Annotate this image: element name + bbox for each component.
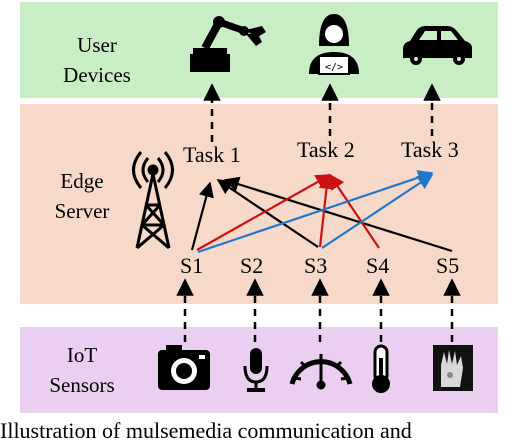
iot-sensors-label: IoT Sensors [32,340,132,400]
link-s3-task2 [318,173,335,248]
link-s1-task3 [197,170,434,254]
red-links [196,173,380,251]
sensor-s1-label: S1 [180,253,204,278]
link-s1-task1 [190,181,214,251]
user-label-line1: User [77,33,117,57]
iot-label-line2: Sensors [49,373,115,397]
figure-caption: Illustration of mulsemedia communication… [0,418,412,443]
sensor-s5-label: S5 [436,253,460,278]
car-icon [403,26,472,65]
camera-icon [158,345,210,390]
sensor-to-node-arrows [176,278,461,342]
edge-server-layer [20,104,498,304]
iot-label-line1: IoT [66,343,98,367]
antenna-tower-icon [132,151,174,250]
link-s3-task3 [321,174,434,249]
sensor-s2-label: S2 [240,253,264,278]
task-2-label: Task 2 [297,137,355,162]
svg-text:</>: </> [325,62,343,73]
user-label-line2: Devices [63,63,131,87]
edge-label-line2: Server [54,199,110,223]
microphone-icon [243,348,269,392]
sensor-s3-label: S3 [304,253,328,278]
programmer-icon: </> [309,14,359,75]
gauge-icon [289,354,353,390]
task-1-label: Task 1 [183,142,241,167]
haptic-glove-icon [433,345,473,391]
link-s4-task2 [329,173,380,249]
robot-arm-icon [190,16,266,72]
link-s1-task2 [196,174,332,251]
thermometer-icon [372,344,390,393]
blue-links [197,170,434,254]
task-3-label: Task 3 [401,137,459,162]
black-links [190,176,453,253]
task-to-device-arrows [203,83,441,142]
edge-label-line1: Edge [60,169,104,193]
user-devices-label: User Devices [42,30,152,90]
sensor-s4-label: S4 [366,253,390,278]
link-s5-task1 [223,176,453,253]
edge-server-label: Edge Server [32,166,132,226]
